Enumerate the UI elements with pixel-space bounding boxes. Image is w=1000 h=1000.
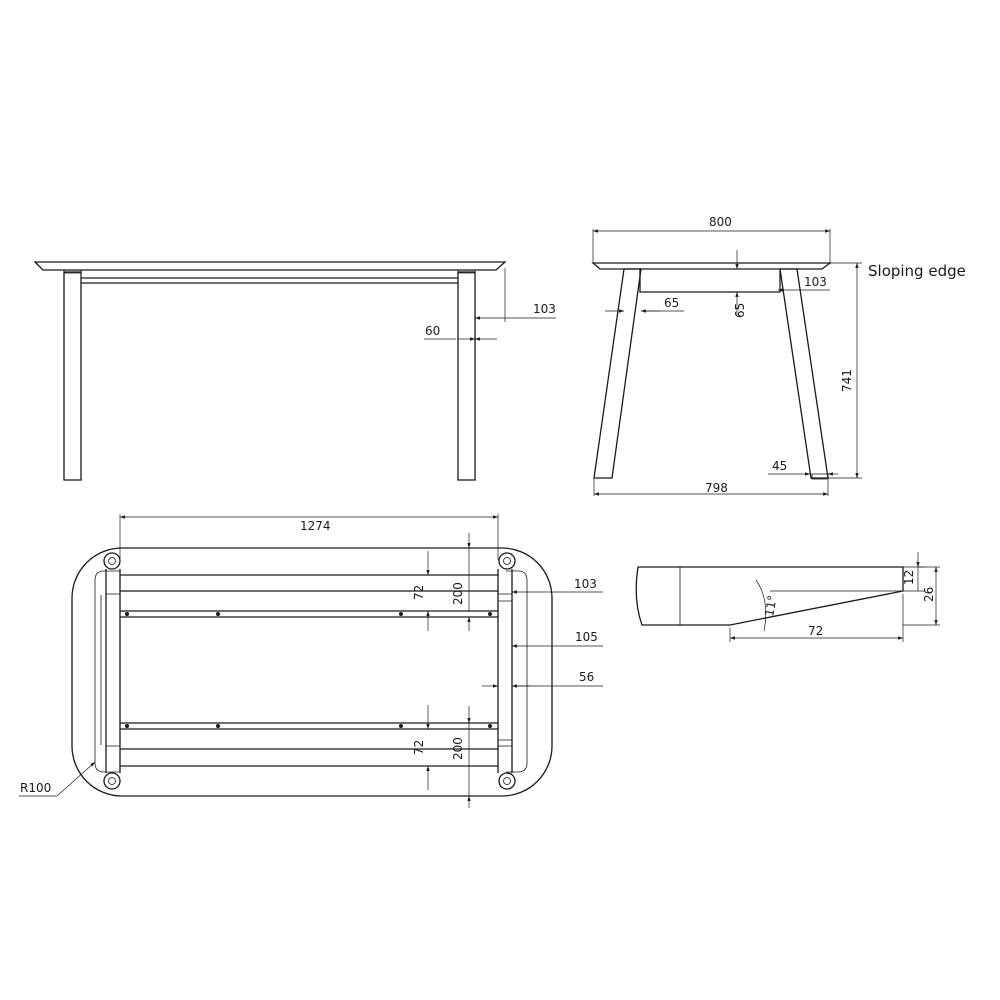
side-dim-65-horizontal: 65 xyxy=(605,296,684,313)
front-rail xyxy=(81,277,458,284)
plan-stubs xyxy=(106,593,512,747)
plan-dim-56-label: 56 xyxy=(579,670,594,684)
side-dim-65h-label: 65 xyxy=(664,296,679,310)
edge-dim-72-label: 72 xyxy=(808,624,823,638)
plan-dim-56: 56 xyxy=(482,670,603,688)
plan-inner-end-left xyxy=(94,570,120,773)
side-dim-103-label: 103 xyxy=(804,275,827,289)
edge-dim-72: 72 xyxy=(729,594,904,642)
plan-dim-72-bottom: 72 xyxy=(412,705,430,790)
plan-dim-72-top-label: 72 xyxy=(412,585,426,600)
edge-dim-angle: 11° xyxy=(755,579,780,632)
front-dim-60: 60 xyxy=(424,324,497,341)
plan-apron-bottom xyxy=(120,748,498,767)
front-dim-103: 103 xyxy=(475,268,556,322)
side-leg-foot-right xyxy=(811,473,829,480)
side-dim-800: 800 xyxy=(592,215,831,263)
side-dim-741: 741 xyxy=(828,262,862,479)
plan-dim-103: 103 xyxy=(512,577,603,594)
plan-dim-103-label: 103 xyxy=(574,577,597,591)
side-dim-65v-label: 65 xyxy=(733,303,747,318)
edge-dim-angle-label: 11° xyxy=(762,594,779,617)
plan-dim-radius: R100 xyxy=(19,761,96,797)
plan-tabletop-outline xyxy=(71,547,553,797)
side-dim-45: 45 xyxy=(768,459,838,476)
side-left-leg xyxy=(593,268,642,479)
side-dim-800-label: 800 xyxy=(709,215,732,229)
plan-dim-105: 105 xyxy=(512,630,603,648)
edge-dim-12: 12 xyxy=(902,552,925,592)
side-tabletop xyxy=(591,262,832,270)
front-right-leg xyxy=(457,271,476,481)
side-dim-45-label: 45 xyxy=(772,459,787,473)
side-dim-65-vertical: 65 xyxy=(733,250,747,318)
side-dim-798-label: 798 xyxy=(705,481,728,495)
plan-dim-1274-label: 1274 xyxy=(300,519,331,533)
plan-stretcher-top xyxy=(120,610,498,618)
plan-dim-1274: 1274 xyxy=(119,514,499,560)
plan-dim-72-top: 72 xyxy=(412,551,430,631)
front-tabletop xyxy=(33,261,507,271)
plan-dim-200-top-label: 200 xyxy=(451,582,465,605)
front-leg-cap-right xyxy=(457,269,476,274)
plan-view: 1274 72 200 72 200 xyxy=(19,514,603,808)
side-dim-103: 103 xyxy=(778,275,830,292)
plan-dim-200-bottom-label: 200 xyxy=(451,737,465,760)
plan-apron-top xyxy=(120,574,498,592)
front-leg-cap-left xyxy=(63,269,82,274)
plan-dim-105-label: 105 xyxy=(575,630,598,644)
plan-dim-radius-label: R100 xyxy=(20,781,51,795)
edge-dim-26-label: 26 xyxy=(922,587,936,602)
plan-dim-72-bottom-label: 72 xyxy=(412,740,426,755)
side-dim-798: 798 xyxy=(593,478,829,496)
plan-stretcher-bottom xyxy=(120,722,498,730)
sloping-edge-note: Sloping edge xyxy=(868,262,966,280)
edge-detail-view: 11° 72 12 26 xyxy=(635,552,940,642)
side-right-leg xyxy=(779,268,829,479)
side-apron xyxy=(639,269,781,293)
plan-legs xyxy=(103,552,516,790)
edge-dim-12-label: 12 xyxy=(902,570,916,585)
plan-dim-200-top: 200 xyxy=(451,533,471,631)
front-dim-60-label: 60 xyxy=(425,324,440,338)
front-dim-103-label: 103 xyxy=(533,302,556,316)
side-view: 800 798 741 65 65 xyxy=(591,215,966,496)
edge-dim-26: 26 xyxy=(903,566,940,626)
front-view: 103 60 xyxy=(33,261,556,481)
plan-end-rail-right xyxy=(497,569,513,773)
plan-end-rail-left xyxy=(105,569,121,773)
plan-dim-200-bottom: 200 xyxy=(451,706,471,808)
edge-profile xyxy=(635,566,904,626)
side-dim-741-label: 741 xyxy=(840,369,854,392)
plan-inner-end-right xyxy=(506,570,528,773)
front-left-leg xyxy=(63,271,82,481)
